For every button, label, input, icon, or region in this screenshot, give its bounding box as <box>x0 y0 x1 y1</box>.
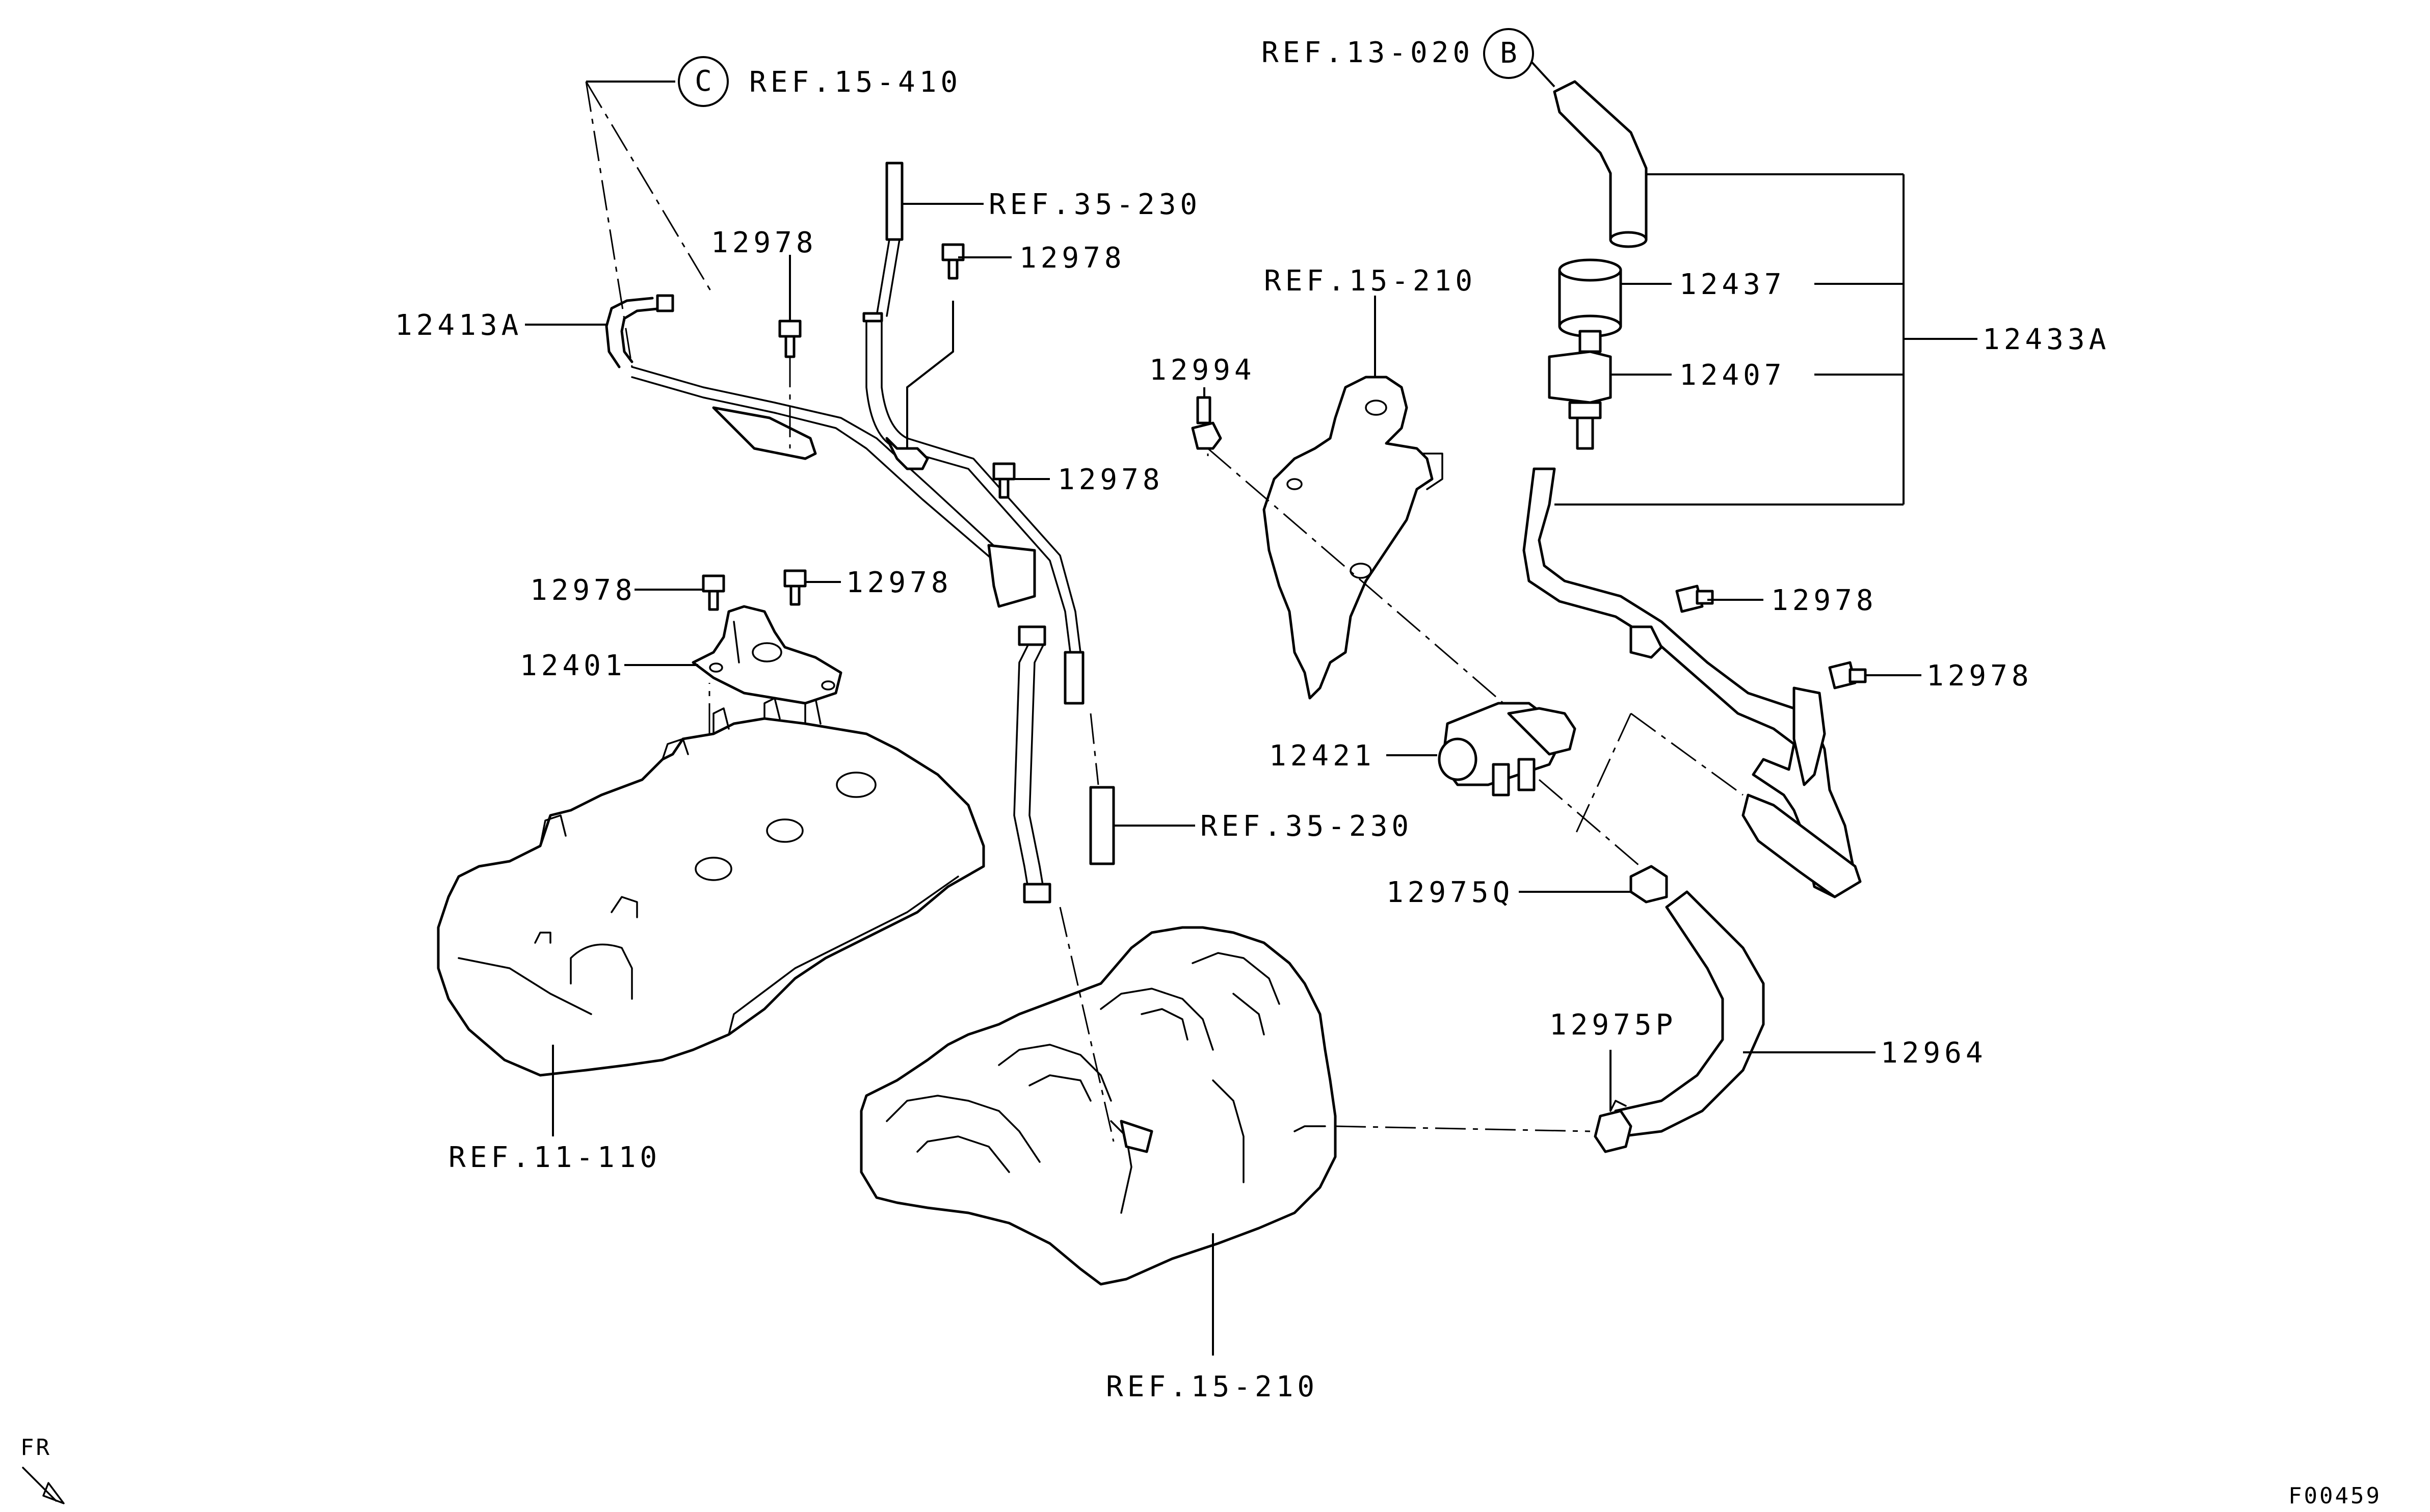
label-12975q: 12975Q <box>1386 876 1514 909</box>
pcv-pipe <box>862 162 1115 1142</box>
label-12978-e: 12978 <box>846 566 953 599</box>
bolt-12978-c <box>992 462 1016 499</box>
label-12994: 12994 <box>1149 354 1256 387</box>
bolt-12978-a <box>778 320 802 448</box>
hose-12413a <box>605 294 1000 562</box>
bolt-12978-b <box>941 243 965 280</box>
label-12407: 12407 <box>1679 359 1786 392</box>
bolt-12978-g <box>1828 661 1867 689</box>
bolt-12978-d <box>702 574 725 611</box>
engine-cover <box>437 683 985 1136</box>
clamp-12975p <box>1594 1100 1632 1153</box>
hose-12964 <box>1614 890 1765 1138</box>
bracket-12401 <box>692 605 842 705</box>
fr-label: FR <box>20 1435 51 1461</box>
label-12978-a: 12978 <box>711 226 817 259</box>
callout-c: C <box>678 56 729 107</box>
label-12978-g: 12978 <box>1926 659 2033 693</box>
callout-c-text: C <box>695 65 712 98</box>
label-12978-d: 12978 <box>530 574 637 607</box>
label-12401: 12401 <box>520 649 626 682</box>
hose-right <box>1522 467 1862 898</box>
callout-b: B <box>1483 28 1534 79</box>
bolt-12978-e <box>783 569 807 606</box>
label-ref-11-110: REF.11-110 <box>448 1141 661 1174</box>
label-12978-f: 12978 <box>1771 584 1878 617</box>
label-12978-c: 12978 <box>1058 463 1164 496</box>
label-12978-b: 12978 <box>1019 242 1126 275</box>
label-ref-35-230-mid: REF.35-230 <box>1200 810 1413 843</box>
cap-12437 <box>1558 258 1622 338</box>
front-direction-indicator: FR <box>20 1435 65 1504</box>
leader-lines <box>525 52 1977 1111</box>
clip-12994 <box>1191 396 1222 450</box>
front-arrow-icon <box>22 1467 65 1504</box>
label-12964: 12964 <box>1881 1037 1987 1070</box>
label-ref-13-020: REF.13-020 <box>1261 36 1474 69</box>
label-12433a: 12433A <box>1983 323 2110 356</box>
label-12975p: 12975P <box>1549 1009 1677 1042</box>
bolt-12978-f <box>1675 585 1714 613</box>
intake-manifold <box>860 926 1337 1356</box>
label-ref-15-410: REF.15-410 <box>749 66 962 99</box>
label-ref-15-210-top: REF.15-210 <box>1264 264 1476 298</box>
callout-b-text: B <box>1500 37 1517 70</box>
hose-upper <box>1553 80 1648 248</box>
figure-id: F00459 <box>2288 1483 2382 1509</box>
filter-12407 <box>1548 330 1612 450</box>
label-12413a: 12413A <box>395 309 522 342</box>
label-ref-15-210-bottom: REF.15-210 <box>1106 1370 1318 1403</box>
label-12437: 12437 <box>1679 268 1786 301</box>
label-12421: 12421 <box>1269 739 1376 773</box>
labels: REF.15-410 REF.35-230 REF.13-020 REF.15-… <box>395 36 2110 1403</box>
clamp-12975q <box>1629 865 1668 904</box>
mounting-bracket <box>1262 306 1443 700</box>
solenoid-valve-12421 <box>1207 447 1647 872</box>
label-ref-35-230-top: REF.35-230 <box>989 188 1201 221</box>
